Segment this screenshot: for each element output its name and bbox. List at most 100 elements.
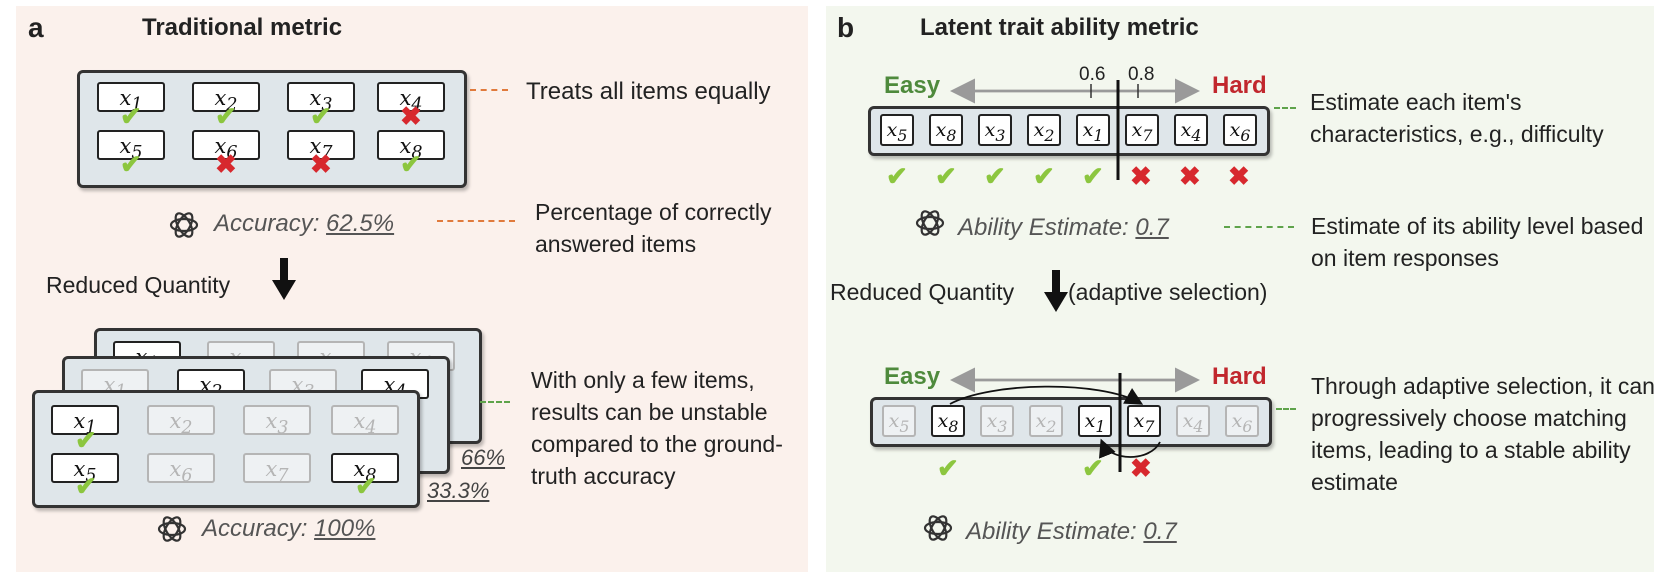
ability-value: 0.7 (1143, 518, 1177, 545)
check-icon: ✔ (75, 471, 97, 501)
panel-b-title: Latent trait ability metric (920, 14, 1199, 41)
connector-dash (470, 89, 508, 91)
check-icon: ✔ (120, 101, 142, 131)
pct-middle-board: 33.3% (427, 478, 490, 503)
item-x6: x6 (1225, 405, 1259, 437)
item-x6: x6 (192, 130, 260, 163)
item-x1: x1 (51, 405, 119, 438)
check-icon: ✔ (355, 471, 377, 501)
note-percentage: Percentage of correctly answered items (535, 199, 772, 257)
item-x1: x1 (1078, 405, 1112, 437)
item-x7: x7 (243, 453, 311, 486)
item-x8: x8 (929, 114, 963, 146)
item-x6: x6 (1223, 114, 1257, 146)
check-icon: ✔ (935, 161, 957, 191)
reduced-quantity-label: Reduced Quantity (830, 279, 1015, 305)
pct-back-board: 66% (461, 445, 506, 470)
item-x5: x5 (882, 405, 916, 437)
connector-dash (1276, 408, 1296, 410)
item-x5: x5 (97, 130, 165, 163)
note-unstable: With only a few items, results can be un… (531, 367, 783, 489)
check-icon: ✔ (886, 161, 908, 191)
ability-value: 0.7 (1135, 214, 1169, 241)
item-x2: x2 (1029, 405, 1063, 437)
item-x8: x8 (377, 130, 445, 163)
item-x5: x5 (880, 114, 914, 146)
item-x1: x1 (97, 82, 165, 115)
check-icon: ✔ (937, 453, 959, 483)
easy-label: Easy (884, 72, 941, 99)
accuracy-label: Accuracy: (202, 515, 308, 542)
check-icon: ✔ (1082, 161, 1104, 191)
full-item-board: x1 x2 x3 x4 x5 x6 x7 x8 ✔ ✔ ✔ ✖ ✔ ✖ ✖ ✔ (77, 70, 467, 188)
check-icon: ✔ (1082, 453, 1104, 483)
item-x3: x3 (980, 405, 1014, 437)
cross-icon: ✖ (215, 149, 237, 179)
cross-icon: ✖ (400, 101, 422, 131)
accuracy-value: 62.5% (326, 210, 395, 237)
item-x2: x2 (1027, 114, 1061, 146)
ability-estimate-2: Ability Estimate: 0.7 (966, 518, 1177, 546)
check-icon: ✔ (400, 149, 422, 179)
connector-dash (1224, 226, 1294, 228)
check-icon: ✔ (215, 101, 237, 131)
item-x4: x4 (1174, 114, 1208, 146)
note-treats-equally: Treats all items equally (526, 78, 771, 105)
reduced-quantity-label: Reduced Quantity (46, 272, 231, 298)
item-x4: x4 (1176, 405, 1210, 437)
adaptive-arrow (949, 385, 1144, 405)
connector-dash (437, 220, 515, 222)
item-x5: x5 (51, 453, 119, 486)
hard-label: Hard (1212, 363, 1267, 390)
ability-estimate-1: Ability Estimate: 0.7 (958, 214, 1169, 242)
item-x1: x1 (1076, 114, 1110, 146)
accuracy-full: Accuracy: 62.5% (214, 210, 394, 238)
panel-b-label: b (837, 12, 855, 43)
hard-label: Hard (1212, 72, 1267, 99)
panel-a-title: Traditional metric (142, 14, 343, 41)
cross-icon: ✖ (1228, 161, 1250, 191)
sorted-item-board: x5 x8 x3 x2 x1 x7 x4 x6 (868, 106, 1270, 156)
item-x7: x7 (287, 130, 355, 163)
adaptive-arrow (1099, 438, 1161, 459)
tick-0.8: 0.8 (1128, 64, 1155, 85)
adaptive-item-board: x5 x8 x3 x2 x1 x7 x4 x6 (870, 397, 1272, 447)
adaptive-selection-label: (adaptive selection) (1068, 279, 1268, 305)
down-arrow-icon (272, 258, 296, 300)
note-ability: Estimate of its ability level based on i… (1311, 213, 1644, 271)
chatgpt-logo-icon (154, 511, 190, 547)
easy-label: Easy (884, 363, 941, 390)
note-adaptive: Through adaptive selection, it can progr… (1311, 373, 1655, 495)
cross-icon: ✖ (1179, 161, 1201, 191)
cross-icon: ✖ (310, 149, 332, 179)
item-x3: x3 (243, 405, 311, 438)
accuracy-label: Accuracy: (214, 210, 320, 237)
connector-dash (1274, 107, 1296, 109)
item-x7: x7 (1125, 114, 1159, 146)
check-icon: ✔ (120, 149, 142, 179)
ability-label: Ability Estimate: (958, 214, 1129, 241)
panel-a-label: a (28, 12, 44, 43)
item-x2: x2 (192, 82, 260, 115)
item-x8: x8 (331, 453, 399, 486)
item-x6: x6 (147, 453, 215, 486)
item-x7: x7 (1127, 405, 1161, 437)
check-icon: ✔ (1033, 161, 1055, 191)
item-x4: x4 (377, 82, 445, 115)
chatgpt-logo-icon (912, 205, 948, 241)
check-icon: ✔ (75, 425, 97, 455)
check-icon: ✔ (310, 101, 332, 131)
down-arrow-icon (1044, 270, 1068, 312)
chatgpt-logo-icon (920, 510, 956, 546)
item-x3: x3 (978, 114, 1012, 146)
item-x8: x8 (931, 405, 965, 437)
item-x3: x3 (287, 82, 355, 115)
front-item-board: x1 x2 x3 x4 x5 x6 x7 x8 ✔ ✔ ✔ (32, 390, 420, 508)
accuracy-value: 100% (314, 515, 376, 542)
tick-0.6: 0.6 (1079, 64, 1106, 85)
ability-label: Ability Estimate: (966, 518, 1137, 545)
note-characteristics: Estimate each item's characteristics, e.… (1310, 89, 1604, 147)
item-x2: x2 (147, 405, 215, 438)
